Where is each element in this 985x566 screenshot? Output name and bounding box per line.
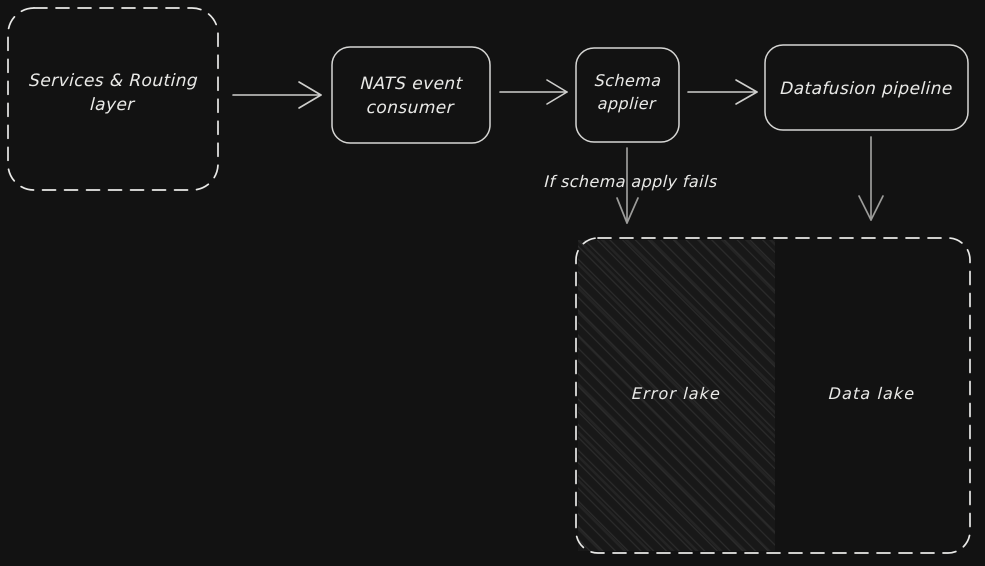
error-lake-label: Error lake [631,384,722,403]
arrow-schema-to-datafusion [687,79,758,105]
datafusion-pipeline-shape[interactable] [764,44,969,131]
arrow-services-to-nats [232,81,322,109]
data-lake-label: Data lake [828,384,916,403]
nats-event-consumer-shape[interactable] [331,46,491,144]
error-lake-hatch-fill [578,240,775,551]
services-routing-layer-shape[interactable] [7,7,219,191]
arrow-schema-to-error-lake [616,147,639,224]
arrow-nats-to-schema [499,79,568,105]
schema-applier-shape[interactable] [575,47,680,143]
arrow-datafusion-to-data-lake [858,136,884,221]
lake-container-shape[interactable] [575,237,971,554]
edge-label-if-schema-apply-fails: If schema apply fails [543,172,719,191]
